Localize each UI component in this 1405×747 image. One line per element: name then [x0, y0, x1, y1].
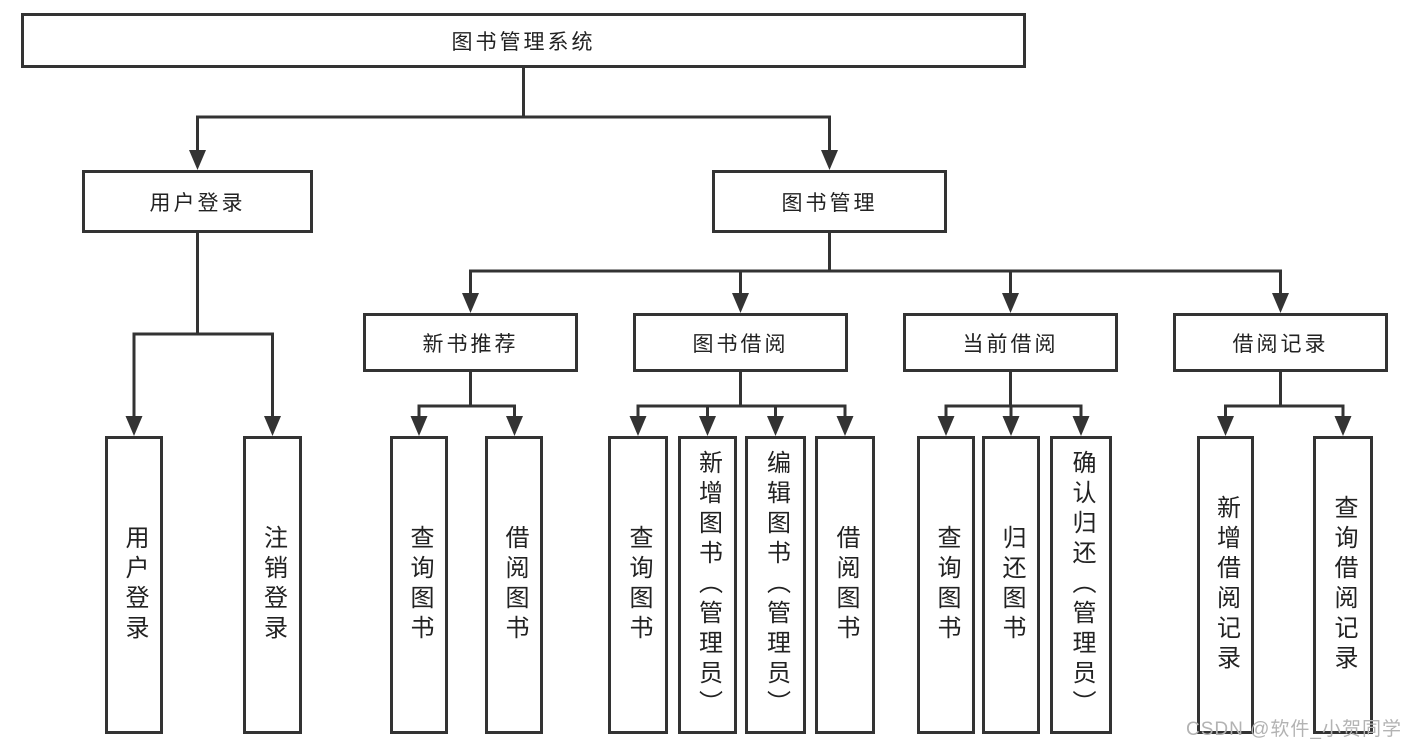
arrowhead — [506, 416, 523, 436]
leaf-query-book-recommend: 查询图书 — [390, 436, 448, 734]
arrowhead — [125, 416, 143, 436]
connector-current-borrow-children — [937, 368, 1090, 436]
node-label: 新书推荐 — [422, 332, 519, 356]
arrowhead — [821, 150, 838, 170]
connector-borrow-records-children — [1217, 368, 1352, 436]
arrowhead — [1072, 416, 1090, 436]
arrowhead — [836, 416, 854, 436]
node-book-borrow: 图书借阅 — [633, 313, 848, 372]
connector-book-borrow-children — [629, 368, 854, 436]
leaf-edit-book-admin: 编辑图书（管理员） — [745, 436, 806, 734]
leaf-query-book-current: 查询图书 — [917, 436, 975, 734]
csdn-watermark: CSDN @软件_小贺同学 — [1186, 719, 1402, 740]
leaf-label: 借阅图书 — [832, 525, 859, 645]
leaf-label: 查询图书 — [625, 525, 652, 645]
connector-user-login-children — [125, 229, 281, 436]
leaf-return-book: 归还图书 — [982, 436, 1040, 734]
leaf-query-book-borrow: 查询图书 — [608, 436, 668, 734]
arrowhead — [410, 416, 428, 436]
node-label: 借阅记录 — [1232, 332, 1329, 356]
leaf-label: 查询借阅记录 — [1330, 495, 1357, 675]
leaf-label: 用户登录 — [121, 525, 148, 645]
arrowhead — [1002, 293, 1019, 313]
leaf-label: 查询图书 — [933, 525, 960, 645]
arrowhead — [629, 416, 647, 436]
node-label: 用户登录 — [149, 191, 246, 215]
connector-root-to-level2 — [189, 64, 838, 170]
leaf-add-borrow-record: 新增借阅记录 — [1197, 436, 1254, 734]
node-label: 图书管理系统 — [451, 30, 596, 54]
arrowhead — [1334, 416, 1352, 436]
leaf-label: 注销登录 — [259, 525, 287, 645]
leaf-label: 确认归还（管理员） — [1068, 450, 1095, 720]
node-label: 图书管理 — [781, 191, 878, 215]
arrowhead — [1002, 416, 1020, 436]
node-user-login: 用户登录 — [82, 170, 313, 233]
leaf-query-borrow-record: 查询借阅记录 — [1313, 436, 1373, 734]
leaf-borrow-book-recommend: 借阅图书 — [485, 436, 543, 734]
arrowhead — [462, 293, 479, 313]
leaf-add-book-admin: 新增图书（管理员） — [678, 436, 737, 734]
leaf-label: 归还图书 — [998, 525, 1025, 645]
arrowhead — [1217, 416, 1234, 436]
node-borrow-records: 借阅记录 — [1173, 313, 1388, 372]
leaf-label: 借阅图书 — [501, 525, 528, 645]
arrowhead — [264, 416, 281, 436]
node-current-borrow: 当前借阅 — [903, 313, 1118, 372]
leaf-borrow-book: 借阅图书 — [815, 436, 875, 734]
leaf-label: 新增借阅记录 — [1212, 495, 1240, 675]
leaf-label: 查询图书 — [406, 525, 433, 645]
leaf-user-login: 用户登录 — [105, 436, 163, 734]
arrowhead — [699, 416, 716, 436]
leaf-label: 新增图书（管理员） — [694, 450, 722, 720]
arrowhead — [1272, 293, 1289, 313]
node-book-management: 图书管理 — [712, 170, 947, 233]
arrowhead — [189, 150, 206, 170]
node-label: 当前借阅 — [962, 332, 1059, 356]
node-new-book-recommend: 新书推荐 — [363, 313, 578, 372]
leaf-logout: 注销登录 — [243, 436, 302, 734]
connector-book-mgmt-children — [462, 229, 1289, 313]
node-label: 图书借阅 — [692, 332, 789, 356]
connector-new-book-children — [410, 368, 523, 436]
leaf-label: 编辑图书（管理员） — [762, 450, 790, 720]
leaf-confirm-return-admin: 确认归还（管理员） — [1050, 436, 1112, 734]
arrowhead — [937, 416, 955, 436]
arrowhead — [732, 293, 749, 313]
node-library-system: 图书管理系统 — [21, 13, 1026, 68]
arrowhead — [767, 416, 784, 436]
